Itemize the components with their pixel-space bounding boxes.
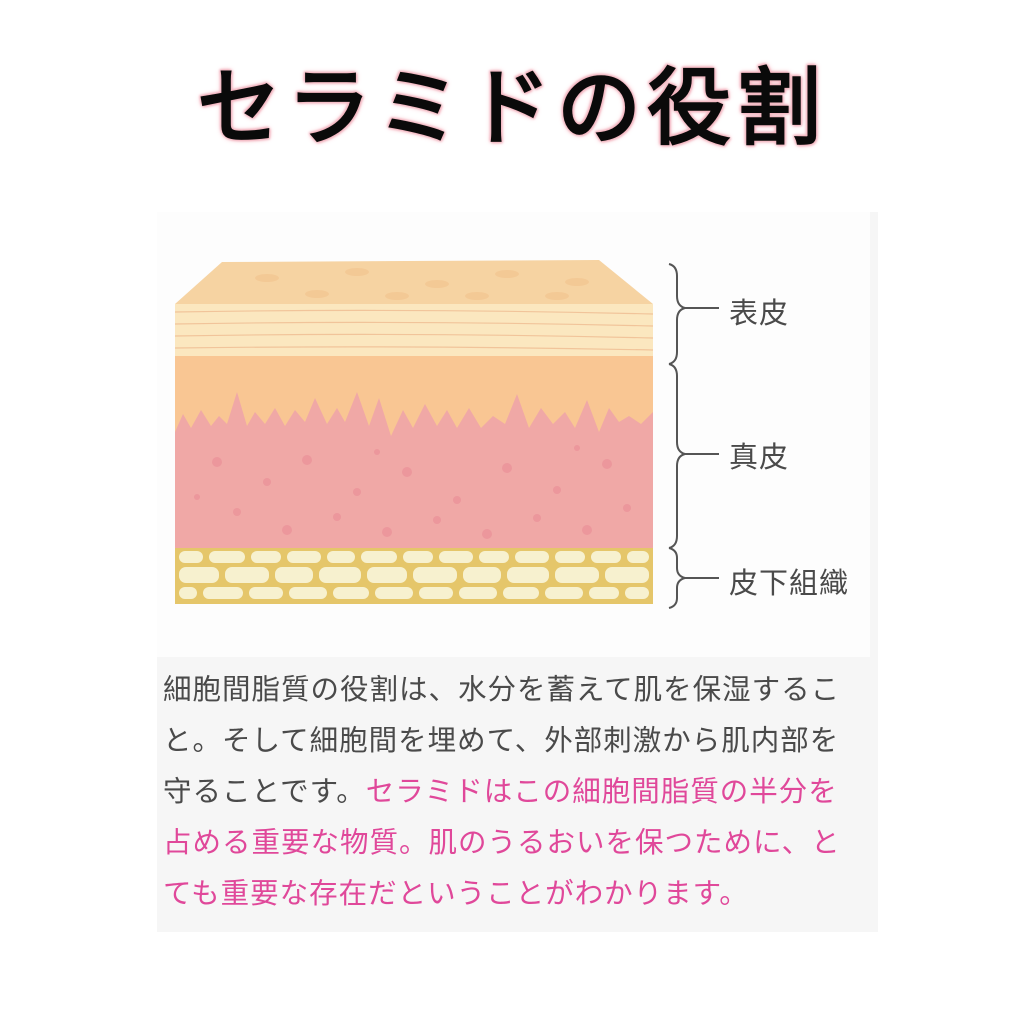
highlighted-text: セラミドはこの細胞間脂質の半分を占める重要な物質。肌のうるおいを保つために、とて… [163, 775, 841, 910]
label-dermis: 真皮 [729, 440, 790, 474]
layer-brackets [668, 263, 719, 609]
description-text: 細胞間脂質の役割は、水分を蓄えて肌を保湿すること。そして細胞間を埋めて、外部刺激… [163, 673, 841, 808]
skin-layer-diagram: 表皮 真皮 皮下組織 [157, 212, 870, 657]
page-title: セラミドの役割 [196, 58, 827, 157]
skin-cross-section-illustration [174, 260, 719, 609]
label-epidermis: 表皮 [729, 296, 790, 330]
content-card: 表皮 真皮 皮下組織 細胞間脂質の役割は、水分を蓄えて肌を保湿すること。そして細… [157, 212, 878, 932]
label-subcutaneous: 皮下組織 [729, 566, 850, 600]
description-paragraph: 細胞間脂質の役割は、水分を蓄えて肌を保湿すること。そして細胞間を埋めて、外部刺激… [163, 664, 863, 919]
